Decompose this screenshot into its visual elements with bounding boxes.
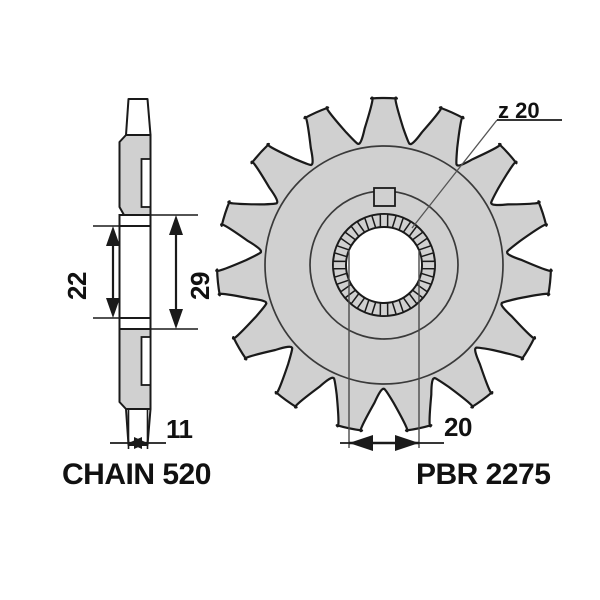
spline-tooth — [379, 213, 389, 228]
dimension-label-11: 11 — [166, 414, 193, 444]
side-profile-view — [93, 98, 198, 449]
spline-count-callout: z 20 — [498, 98, 540, 123]
spline-tooth — [421, 260, 436, 270]
dimension-20 — [340, 435, 444, 451]
side-slot-bottom — [140, 336, 152, 386]
dimension-29 — [169, 215, 183, 329]
pitch-circle — [264, 145, 504, 385]
dimension-label-20: 20 — [444, 412, 472, 442]
z20-leader-line — [411, 119, 562, 229]
dimension-11 — [110, 437, 166, 449]
dimension-label-29: 29 — [185, 272, 215, 300]
center-bore — [345, 226, 423, 304]
bore-witness-lines — [348, 250, 420, 448]
chain-caption: CHAIN 520 — [62, 458, 211, 491]
side-slot-top — [140, 158, 152, 208]
side-tooth-tip-top — [125, 98, 152, 136]
spline-tooth — [332, 260, 347, 270]
part-number-caption: PBR 2275 — [416, 458, 551, 491]
sprocket-face-view — [215, 96, 562, 451]
dimension-label-22: 22 — [62, 272, 92, 300]
side-shoulder-band-top — [118, 214, 152, 227]
dimension-22 — [106, 226, 120, 318]
keyway-notch — [373, 187, 396, 207]
spline-teeth-group — [332, 213, 436, 317]
spline-tooth — [379, 302, 389, 317]
